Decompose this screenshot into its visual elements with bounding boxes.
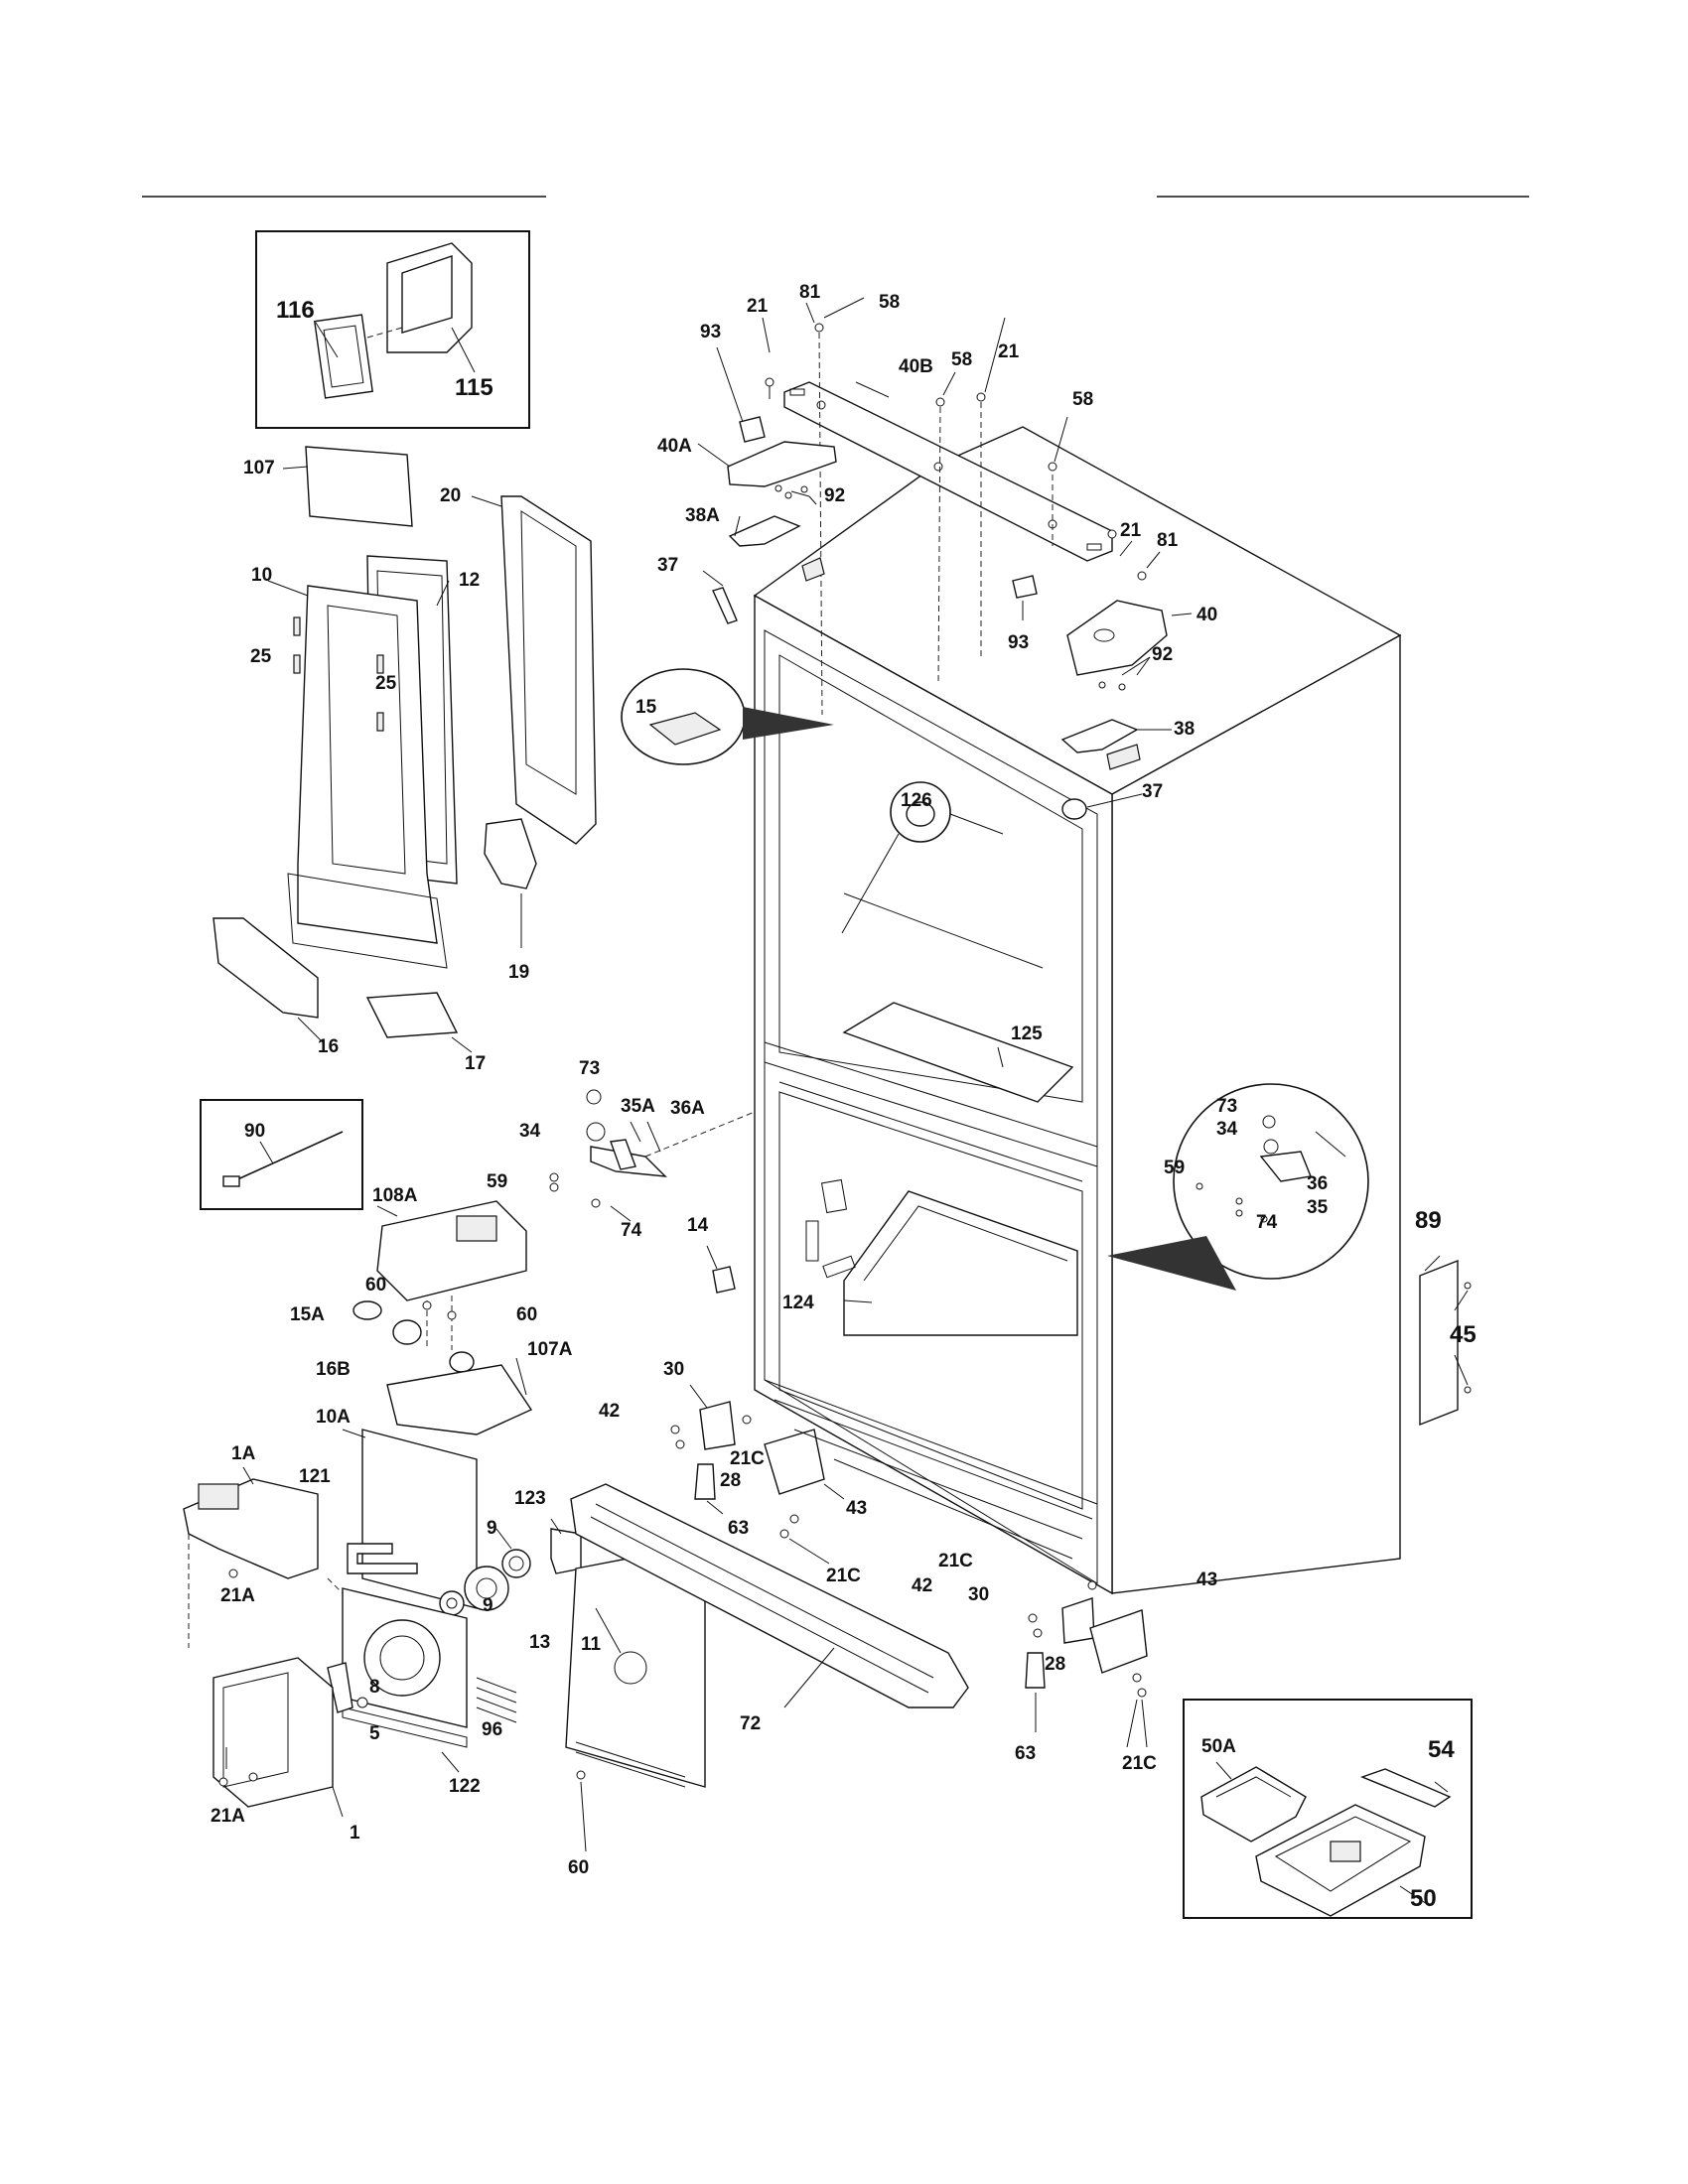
callout-20: 20 [440, 485, 461, 506]
callout-116: 116 [276, 297, 315, 324]
callout-45: 45 [1450, 1321, 1477, 1348]
callout-73-left: 73 [579, 1058, 600, 1079]
callout-107: 107 [243, 458, 275, 478]
callout-50: 50 [1410, 1885, 1437, 1912]
callout-10: 10 [251, 565, 272, 586]
callout-19: 19 [508, 962, 529, 983]
callout-74-left: 74 [621, 1220, 642, 1241]
callout-54: 54 [1428, 1736, 1455, 1763]
callout-59-right: 59 [1164, 1158, 1185, 1178]
callout-63-right: 63 [1015, 1743, 1036, 1764]
callout-92-right: 92 [1152, 644, 1173, 665]
callout-121: 121 [299, 1466, 331, 1487]
callout-42-right: 42 [912, 1575, 932, 1596]
inset-ice-container: 116 115 [255, 230, 530, 429]
callout-40: 40 [1196, 605, 1217, 625]
cabinet: 15 126 125 124 37 37 73 34 59 36 35 74 8… [621, 426, 1477, 1774]
callout-21C-lower: 21C [826, 1566, 861, 1586]
callout-21-top-left: 21 [747, 296, 769, 317]
callout-30-left: 30 [663, 1359, 684, 1380]
callout-21C-right-top: 21C [938, 1551, 973, 1571]
inset-control-board: 50A 54 50 [1183, 1699, 1473, 1919]
callout-126: 126 [901, 790, 932, 811]
callout-9-top: 9 [487, 1518, 497, 1539]
inset-wire-harness: 90 [200, 1099, 363, 1210]
callout-43-left: 43 [846, 1498, 867, 1519]
callout-28-right: 28 [1045, 1654, 1065, 1675]
callout-123: 123 [514, 1488, 546, 1509]
callout-30-right: 30 [968, 1584, 989, 1605]
callout-34-right: 34 [1216, 1119, 1238, 1140]
left-upper-assembly: 107 20 10 12 25 25 19 16 17 [212, 446, 597, 1074]
callout-43-right: 43 [1196, 1570, 1217, 1590]
callout-9-bottom: 9 [483, 1595, 493, 1616]
callout-40A: 40A [657, 436, 692, 457]
callout-93-top: 93 [700, 322, 721, 342]
callout-115: 115 [455, 374, 493, 401]
callout-36: 36 [1307, 1173, 1328, 1194]
callout-122: 122 [449, 1776, 481, 1797]
callout-58-mid: 58 [951, 349, 972, 370]
callout-60-left: 60 [365, 1275, 386, 1296]
callout-73-right: 73 [1216, 1096, 1237, 1117]
callout-58-top: 58 [879, 292, 900, 313]
callout-81-right: 81 [1157, 530, 1179, 551]
callout-96: 96 [482, 1719, 502, 1740]
callout-5: 5 [369, 1723, 380, 1744]
callout-107A: 107A [527, 1339, 573, 1360]
callout-38: 38 [1174, 719, 1195, 740]
callout-58-right: 58 [1072, 389, 1093, 410]
center-lower-assembly: 73 35A 36A 34 59 74 14 30 42 21C 28 43 6… [487, 1058, 969, 1734]
callout-42-left: 42 [599, 1401, 620, 1422]
callout-21C-upper: 21C [730, 1448, 765, 1469]
callout-81-top: 81 [799, 282, 821, 303]
callout-40B: 40B [899, 356, 933, 377]
callout-16: 16 [318, 1036, 339, 1057]
vent-slots [476, 1677, 686, 1788]
callout-60-right: 60 [516, 1304, 537, 1325]
callout-108A: 108A [372, 1185, 418, 1206]
callout-89: 89 [1415, 1207, 1442, 1234]
callout-125: 125 [1011, 1024, 1043, 1044]
callout-90: 90 [244, 1121, 265, 1142]
callout-21A-bottom: 21A [211, 1806, 245, 1827]
callout-16B: 16B [316, 1359, 351, 1380]
callout-93-right: 93 [1008, 632, 1029, 653]
callout-25-left: 25 [250, 646, 272, 667]
callout-1: 1 [350, 1823, 360, 1843]
callout-34-left: 34 [519, 1121, 541, 1142]
callout-21A-top: 21A [220, 1585, 255, 1606]
callout-17: 17 [465, 1053, 486, 1074]
callout-25-right: 25 [375, 673, 397, 694]
callout-15A: 15A [290, 1304, 325, 1325]
callout-28-left: 28 [720, 1470, 741, 1491]
callout-14: 14 [687, 1215, 709, 1236]
callout-72: 72 [740, 1713, 761, 1734]
callout-37-left: 37 [657, 555, 678, 576]
callout-11: 11 [581, 1634, 602, 1655]
callout-124: 124 [782, 1293, 814, 1313]
callout-10A: 10A [316, 1407, 351, 1428]
callout-15: 15 [635, 697, 657, 718]
callout-36A: 36A [670, 1098, 705, 1119]
callout-92-left: 92 [824, 485, 845, 506]
callout-35A: 35A [621, 1096, 655, 1117]
top-hinge-assembly: 21 81 58 93 40B 58 21 40A 58 92 38A 21 8… [657, 282, 1217, 770]
callout-74-right: 74 [1256, 1212, 1278, 1233]
callout-21C-right-bottom: 21C [1122, 1753, 1157, 1774]
callout-21-top-right: 21 [998, 341, 1020, 362]
callout-60-bottom: 60 [568, 1857, 589, 1878]
callout-1A: 1A [231, 1443, 256, 1464]
callout-12: 12 [459, 570, 480, 591]
callout-8: 8 [369, 1677, 380, 1698]
callout-63-left: 63 [728, 1518, 749, 1539]
callout-37-right: 37 [1142, 781, 1163, 802]
callout-13: 13 [529, 1632, 550, 1653]
callout-59-left: 59 [487, 1171, 507, 1192]
callout-50A: 50A [1201, 1736, 1236, 1757]
callout-35: 35 [1307, 1197, 1329, 1218]
callout-38A: 38A [685, 505, 720, 526]
callout-21-right: 21 [1120, 520, 1142, 541]
